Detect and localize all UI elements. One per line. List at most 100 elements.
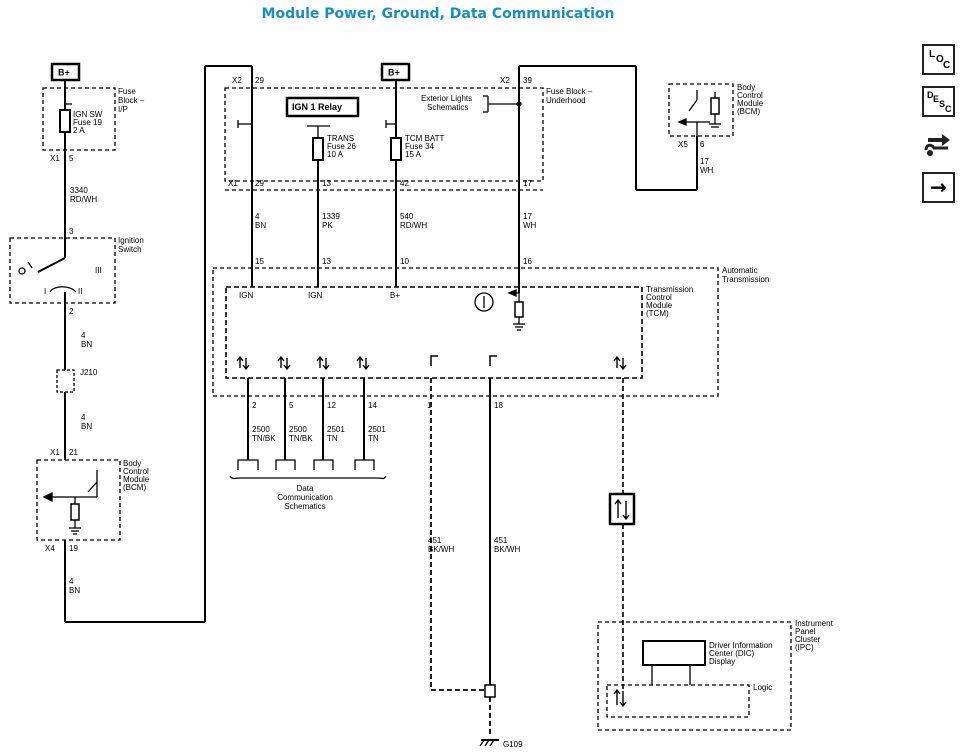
pin-label: 2 [69, 307, 74, 316]
connector-icon [924, 134, 950, 156]
wire-label: BN [81, 422, 92, 431]
pin-label: 29 [255, 76, 264, 85]
switch-position: I [44, 287, 46, 296]
wire-label: 451 [494, 536, 508, 545]
data-comm-link[interactable]: Data [297, 484, 314, 493]
bcm-right [668, 83, 734, 137]
wire-label: 17 [700, 157, 709, 166]
pin-label: 5 [69, 154, 74, 163]
next-page-button[interactable]: → [922, 172, 955, 203]
bcm-left-label: (BCM) [123, 483, 146, 492]
ign1-relay-label: IGN 1 Relay [292, 102, 342, 112]
tcm-input-label: IGN [308, 291, 322, 300]
tcm-label: (TCM) [646, 309, 669, 318]
tcm-label: Control [646, 293, 672, 302]
pin-label: 2 [252, 401, 257, 410]
splice-label: J210 [80, 368, 98, 377]
tcm-label: Module [646, 301, 673, 310]
ignition-switch-label: Switch [118, 245, 142, 254]
tcm-module [225, 286, 643, 379]
connector-label: X2 [232, 76, 242, 85]
fuse-26-label: TRANS [327, 134, 354, 143]
bcm-right-label: Body [737, 83, 755, 92]
wire-label: 3340 [70, 186, 88, 195]
wire-label: 2501 [327, 425, 345, 434]
connector-nav-button[interactable] [922, 128, 955, 159]
wire-label: 4 [69, 577, 74, 586]
wire-label: BK/WH [428, 545, 454, 554]
wire-label: 4 [81, 331, 86, 340]
switch-position: II [78, 287, 82, 296]
pin-label: 12 [327, 401, 336, 410]
wire-label: 2501 [368, 425, 386, 434]
pin-label: 5 [289, 401, 294, 410]
exterior-lights-link[interactable]: Schematics [427, 103, 468, 112]
auto-trans-label: Automatic [722, 266, 758, 275]
dic-label: Driver Information [709, 641, 773, 650]
fuse-26-label: Fuse 26 [327, 142, 356, 151]
desc-letter: E [933, 94, 939, 104]
wire-label: PK [322, 221, 333, 230]
fuse-19 [59, 109, 71, 133]
pin-label: 1 [427, 401, 432, 410]
fuse-34-label: TCM BATT [405, 134, 445, 143]
pin-label: 10 [400, 257, 409, 266]
wire-label: 4 [255, 212, 260, 221]
bcm-right-label: Control [737, 91, 763, 100]
desc-icon: D E S C [927, 90, 952, 114]
pin-label: 29 [255, 179, 264, 188]
page-title: Module Power, Ground, Data Communication [261, 6, 615, 22]
arrow-right-icon: → [930, 175, 947, 199]
fuse-block-underhood [224, 87, 544, 182]
wire-label: RD/WH [70, 195, 97, 204]
connector-label: X1 [50, 448, 60, 457]
desc-letter: S [939, 99, 945, 109]
location-button[interactable]: L O C [922, 44, 955, 75]
ignition-switch-label: Ignition [118, 236, 144, 245]
splice-j210 [56, 369, 75, 393]
wire-label: BN [255, 221, 266, 230]
data-comm-link[interactable]: Communication [277, 493, 333, 502]
ipc-label: Cluster [795, 635, 821, 644]
pin-label: 15 [255, 257, 264, 266]
serial-data-box [608, 492, 636, 526]
connector-label: X2 [500, 76, 510, 85]
loc-letter: L [929, 49, 935, 60]
wire-label: TN [368, 434, 379, 443]
pin-label: 42 [400, 179, 409, 188]
wire-label: BN [69, 586, 80, 595]
wire-label: 540 [400, 212, 414, 221]
wire-label: 2500 [252, 425, 270, 434]
wiring-diagram: B+ B+ Fuse Block – I/P IGN SW Fuse 19 2 … [9, 62, 834, 749]
wire-label: 17 [523, 212, 532, 221]
wire-label: BN [81, 340, 92, 349]
data-comm-link[interactable]: Schematics [284, 502, 325, 511]
bplus-label: B+ [58, 68, 70, 78]
pin-label: 17 [523, 179, 532, 188]
wire-label: TN [327, 434, 338, 443]
tcm-input-label: B+ [390, 291, 400, 300]
desc-letter: D [927, 90, 934, 100]
connector-label: X1 [50, 154, 60, 163]
description-button[interactable]: D E S C [922, 86, 955, 117]
dic-label: Center (DIC) [709, 649, 755, 658]
bcm-right-label: Module [737, 99, 764, 108]
ipc-label: Instrument [795, 619, 834, 628]
desc-letter: C [945, 104, 952, 114]
fuse-19-label: Fuse 19 [73, 118, 102, 127]
exterior-lights-link[interactable]: Exterior Lights [421, 94, 472, 103]
fuse-block-uh-label: Underhood [546, 96, 586, 105]
ipc-label: Panel [795, 627, 816, 636]
pin-label: 13 [322, 179, 331, 188]
wire-label: TN/BK [252, 434, 276, 443]
switch-position: III [95, 266, 102, 275]
bplus-label: B+ [388, 68, 400, 78]
pin-label: 39 [523, 76, 532, 85]
wire-label: WH [700, 166, 714, 175]
bcm-left-label: Control [123, 467, 149, 476]
ign1-relay [285, 96, 360, 118]
fuse-block-ip-label: Fuse [118, 87, 136, 96]
pin-label: 18 [494, 401, 503, 410]
fuse-34-label: 15 A [405, 150, 422, 159]
instrument-panel-cluster [597, 621, 792, 731]
